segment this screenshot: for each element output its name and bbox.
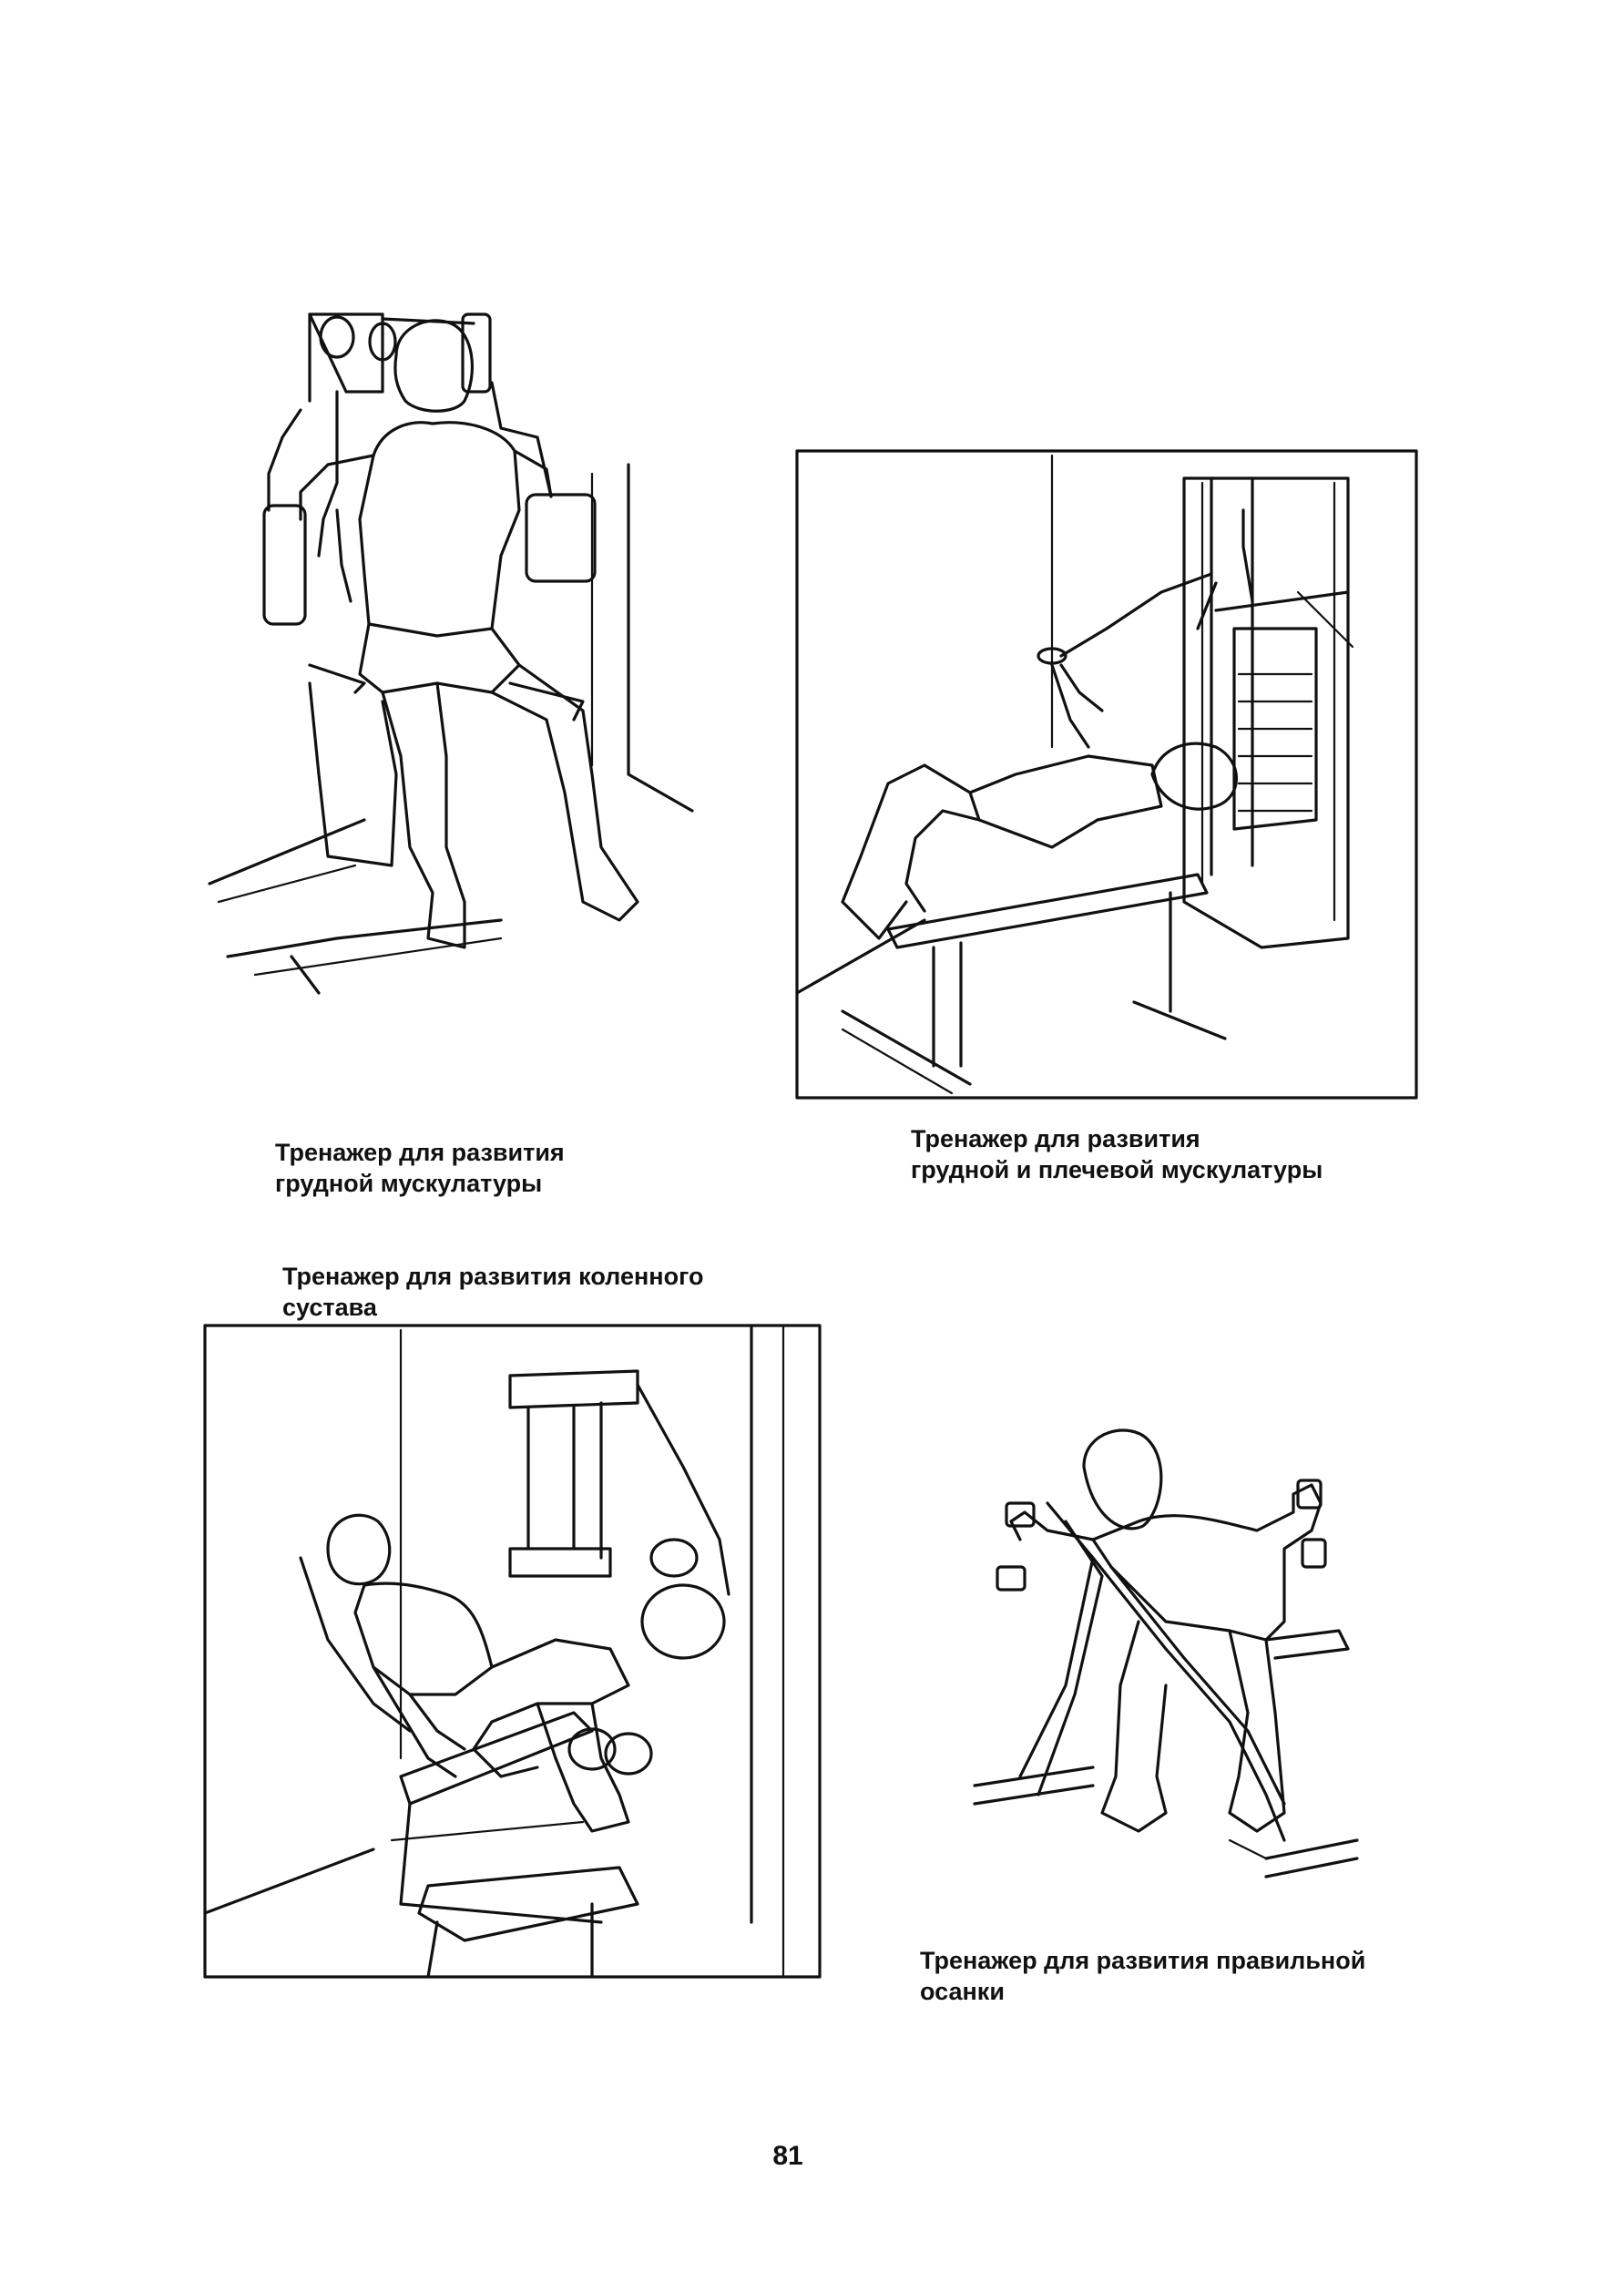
caption-line: грудной мускулатуры (275, 1170, 543, 1197)
caption-line: Тренажер для развития правильной (920, 1947, 1366, 1974)
caption-line: Тренажер для развития (911, 1125, 1200, 1152)
figure-caption: Тренажер для развития грудной и плечевой… (911, 1123, 1323, 1185)
caption-line: Тренажер для развития (275, 1139, 565, 1166)
figure-caption: Тренажер для развития коленного сустава (282, 1261, 703, 1323)
posture-machine-illustration (973, 1428, 1359, 1878)
page-number: 81 (772, 2141, 803, 2171)
caption-line: Тренажер для развития коленного (282, 1263, 704, 1290)
caption-line: грудной и плечевой мускулатуры (911, 1156, 1323, 1183)
caption-line: осанки (920, 1978, 1005, 2005)
chest-machine-illustration (208, 312, 694, 995)
knee-joint-machine-illustration (203, 1324, 822, 1979)
figure-caption: Тренажер для развития правильной осанки (920, 1945, 1365, 2007)
figure-caption: Тренажер для развития грудной мускулатур… (275, 1137, 565, 1199)
bench-cable-machine-illustration (795, 449, 1418, 1100)
caption-line: сустава (282, 1294, 377, 1321)
